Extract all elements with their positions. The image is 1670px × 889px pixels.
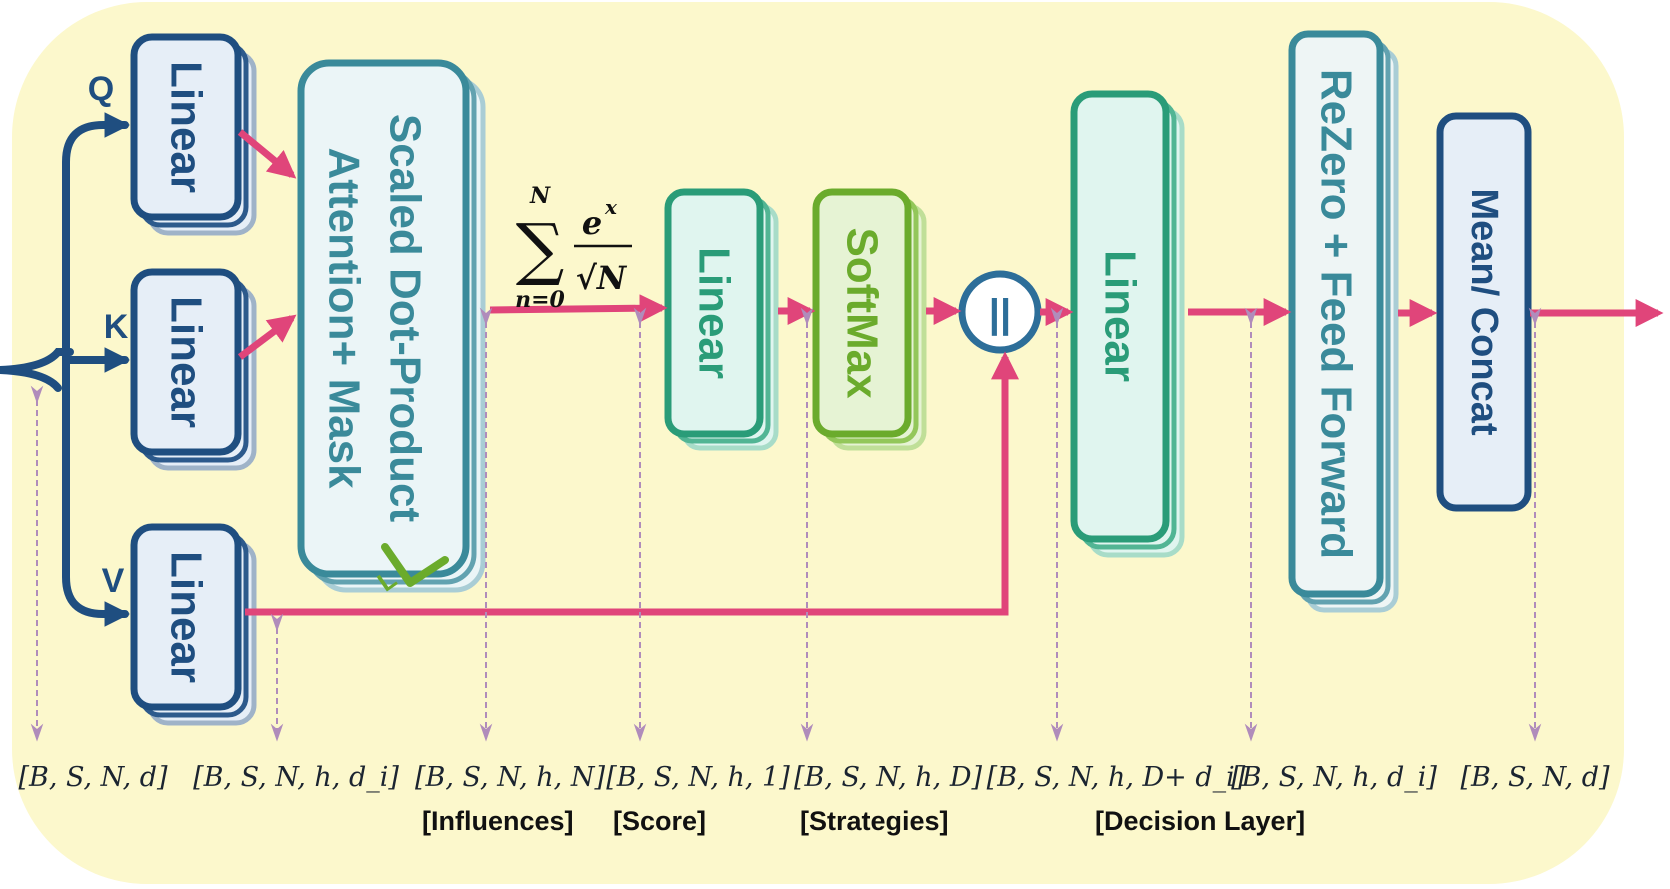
linear-k-label: Linear [162,296,211,428]
rezero-block: ReZero + Feed Forward [1288,30,1399,613]
formula-exponent: x [604,195,618,219]
linear-score-block: Linear [664,188,779,451]
mean-concat-label: Mean/ Concat [1463,188,1505,435]
scaling-formula: N ∑ n=0 e x √N [515,183,632,313]
formula-numerator: e [582,204,602,242]
formula-sum-symbol: ∑ [516,210,565,289]
shape-label: [B, S, N, h, D+ d_i] [987,762,1246,793]
tensor-shapes: [B, S, N, d] [B, S, N, h, d_i] [B, S, N,… [18,762,1610,793]
linear-v-block: Linear [130,523,257,726]
attention-block: Scaled Dot-Product Attention+ Mask [297,59,486,593]
v-input-label: V [102,562,125,600]
mean-concat-block: Mean/ Concat [1436,112,1532,512]
dimension-probes [30,307,1542,742]
linear-decision-label: Linear [1096,250,1145,382]
linear-k-block: Linear [130,268,257,471]
concat-node: || [958,270,1042,354]
formula-denominator: √N [576,259,628,297]
shape-label: [B, S, N, h, N] [415,762,605,793]
decision-layer-caption: [Decision Layer] [1095,806,1305,836]
linear-score-label: Linear [690,247,739,379]
softmax-block: SoftMax [812,188,927,451]
linear-decision-block: Linear [1070,90,1185,558]
shape-label: [B, S, N, h, D] [794,762,983,793]
formula-upper-limit: N [529,183,551,209]
influences-caption: [Influences] [422,806,574,836]
shape-label: [B, S, N, h, d_i] [193,762,399,793]
shape-captions: [Influences] [Score] [Strategies] [Decis… [422,806,1305,836]
linear-v-label: Linear [162,551,211,683]
shape-label: [B, S, N, d] [1460,762,1610,793]
attention-label-line2: Attention+ Mask [320,147,369,489]
linear-q-block: Linear [130,33,257,236]
softmax-label: SoftMax [838,227,887,399]
input-branch-arrows [0,112,131,627]
shape-label: [B, S, N, h, 1] [606,762,790,793]
attention-label-line1: Scaled Dot-Product [381,114,430,523]
k-input-label: K [104,308,129,346]
formula-lower-limit: n=0 [515,287,565,313]
concat-symbol: || [989,292,1011,336]
flow-arrows [237,129,1664,616]
q-input-label: Q [88,70,114,108]
shape-label: [B, S, N, d] [18,762,168,793]
score-caption: [Score] [613,806,706,836]
shape-label: [B, S, N, h, d_i] [1231,762,1437,793]
rezero-label: ReZero + Feed Forward [1312,69,1361,559]
strategies-caption: [Strategies] [800,806,949,836]
linear-q-label: Linear [162,61,211,193]
